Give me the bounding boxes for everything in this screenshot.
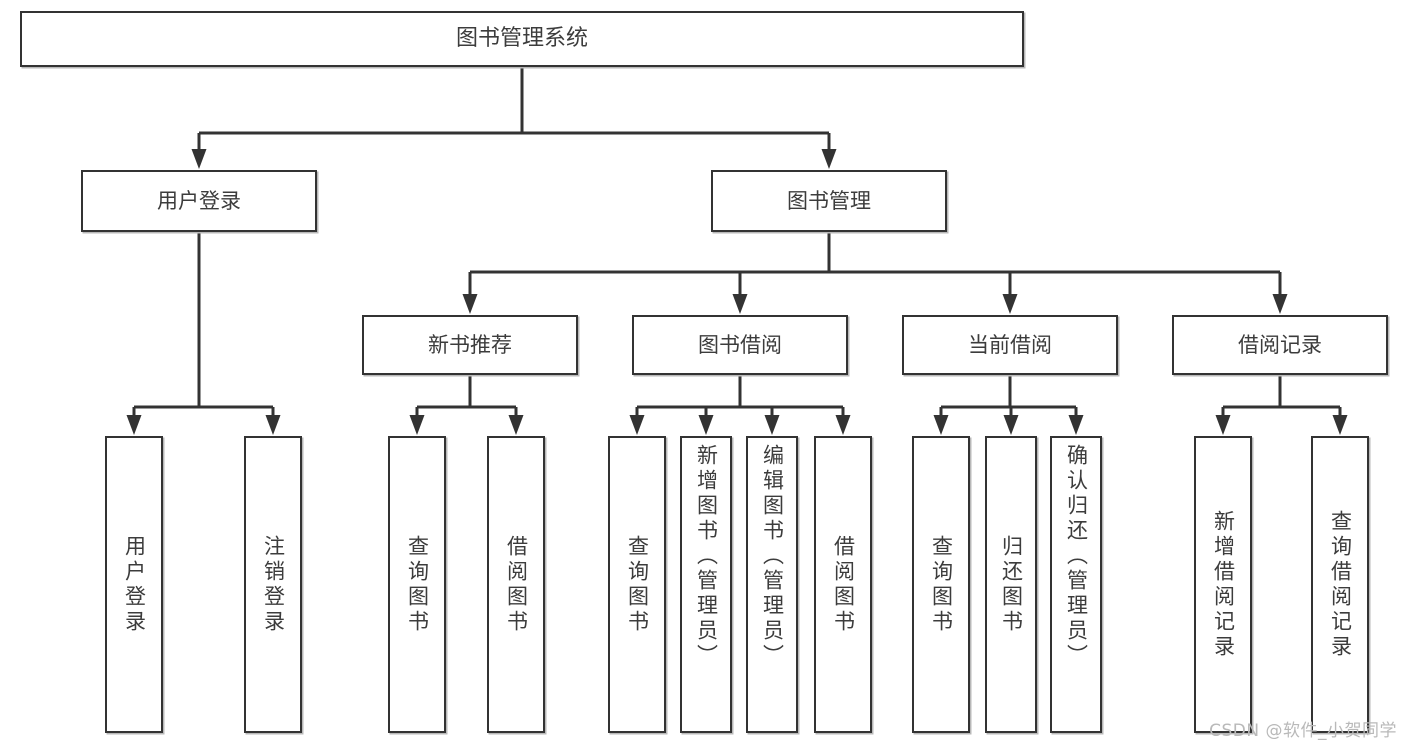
node-label: 编辑图书（管理员） <box>760 444 785 669</box>
node-leaf-return-book[interactable]: 归还图书 <box>985 436 1037 733</box>
node-book-management-system[interactable]: 图书管理系统 <box>20 11 1024 67</box>
csdn-watermark: CSDN @软件_小贺同学 <box>1209 721 1397 741</box>
node-book-management[interactable]: 图书管理 <box>711 170 947 232</box>
node-leaf-query-book-borrow[interactable]: 查询图书 <box>608 436 666 733</box>
node-label: 查询借阅记录 <box>1328 509 1353 660</box>
node-label: 图书管理 <box>787 188 871 213</box>
node-leaf-edit-book-admin[interactable]: 编辑图书（管理员） <box>746 436 798 733</box>
node-leaf-confirm-return-admin[interactable]: 确认归还（管理员） <box>1050 436 1102 733</box>
node-label: 当前借阅 <box>968 332 1052 357</box>
node-leaf-add-borrow-record[interactable]: 新增借阅记录 <box>1194 436 1252 733</box>
node-label: 注销登录 <box>261 534 286 635</box>
node-book-borrow[interactable]: 图书借阅 <box>632 315 848 375</box>
node-leaf-borrow-book-recommend[interactable]: 借阅图书 <box>487 436 545 733</box>
node-label: 用户登录 <box>157 188 241 213</box>
node-label: 新增借阅记录 <box>1211 509 1236 660</box>
node-leaf-query-book-current[interactable]: 查询图书 <box>912 436 970 733</box>
node-label: 查询图书 <box>405 534 430 635</box>
node-label: 用户登录 <box>122 534 147 635</box>
node-label: 图书管理系统 <box>455 26 588 52</box>
node-leaf-query-borrow-record[interactable]: 查询借阅记录 <box>1311 436 1369 733</box>
node-new-book-recommend[interactable]: 新书推荐 <box>362 315 578 375</box>
node-label: 借阅图书 <box>831 534 856 635</box>
node-label: 查询图书 <box>929 534 954 635</box>
node-label: 新增图书（管理员） <box>694 444 719 669</box>
node-label: 借阅图书 <box>504 534 529 635</box>
node-label: 查询图书 <box>625 534 650 635</box>
node-label: 图书借阅 <box>698 332 782 357</box>
node-label: 新书推荐 <box>428 332 512 357</box>
node-current-borrow[interactable]: 当前借阅 <box>902 315 1118 375</box>
node-borrow-record[interactable]: 借阅记录 <box>1172 315 1388 375</box>
node-label: 归还图书 <box>999 534 1024 635</box>
node-leaf-add-book-admin[interactable]: 新增图书（管理员） <box>680 436 732 733</box>
node-leaf-user-logout[interactable]: 注销登录 <box>244 436 302 733</box>
node-leaf-user-login[interactable]: 用户登录 <box>105 436 163 733</box>
node-label: 借阅记录 <box>1238 332 1322 357</box>
node-leaf-query-book-recommend[interactable]: 查询图书 <box>388 436 446 733</box>
node-leaf-borrow-book[interactable]: 借阅图书 <box>814 436 872 733</box>
node-label: 确认归还（管理员） <box>1064 444 1089 669</box>
node-user-login[interactable]: 用户登录 <box>81 170 317 232</box>
